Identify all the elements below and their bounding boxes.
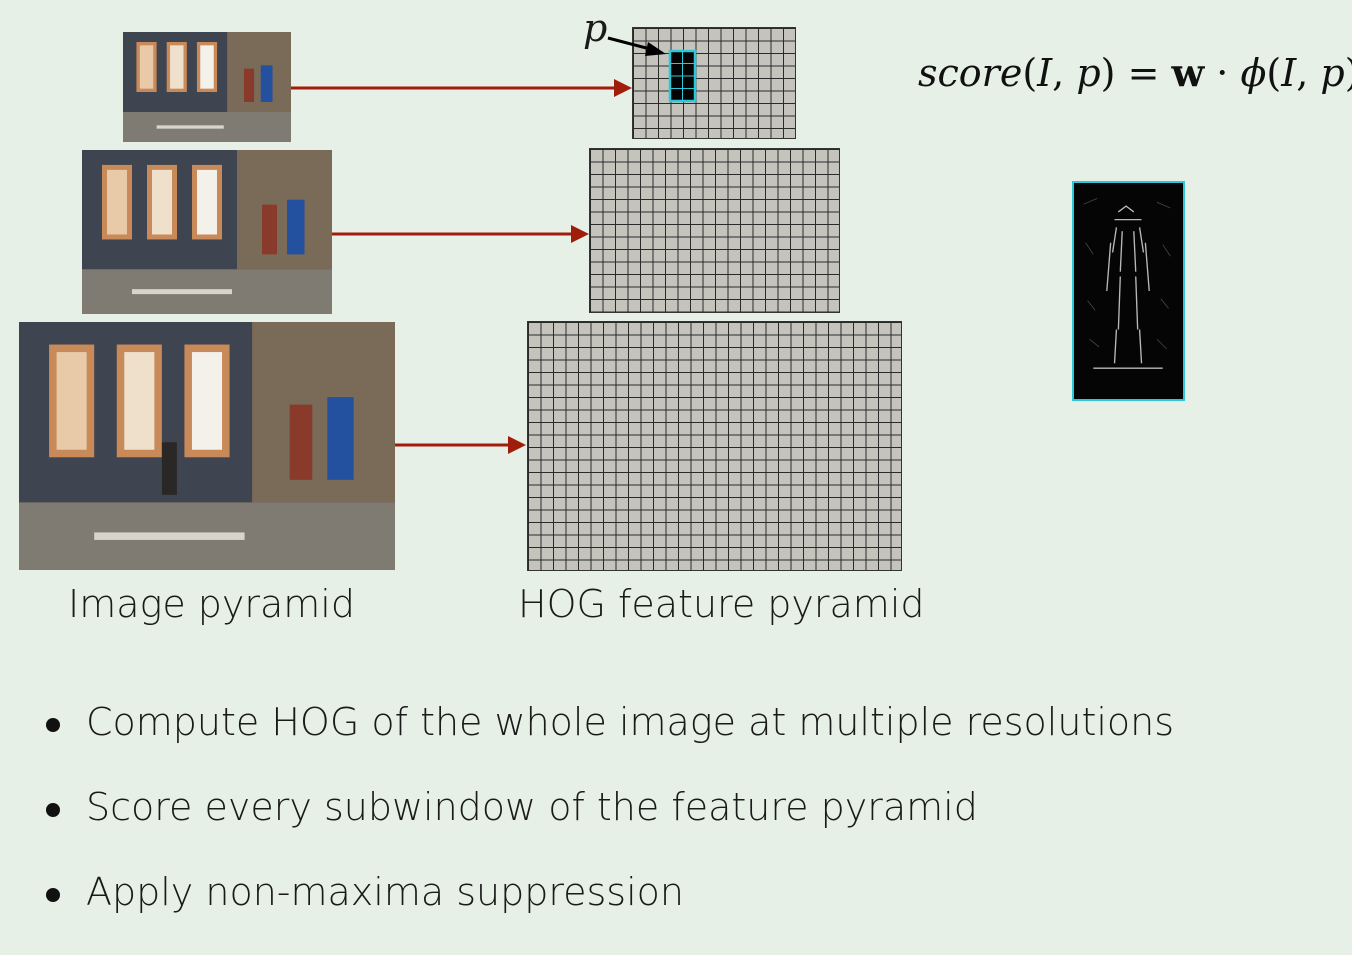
formula-comma2: , — [1296, 51, 1321, 95]
p-marker-label: p — [583, 6, 608, 50]
pyramid-image-large — [19, 322, 395, 570]
formula-phi: ϕ — [1240, 51, 1267, 95]
formula-rparen: ) — [1100, 51, 1116, 95]
hog-grid-small — [632, 27, 796, 139]
formula-I2: I — [1281, 51, 1297, 95]
hog-grid-large — [527, 321, 902, 571]
formula-w: w — [1171, 50, 1205, 95]
image-pyramid-caption: Image pyramid — [68, 582, 355, 626]
formula-lparen2: ( — [1266, 51, 1282, 95]
formula-p: p — [1076, 51, 1101, 95]
formula-comma: , — [1052, 51, 1077, 95]
formula-equals: = — [1115, 51, 1172, 95]
hog-grid-medium — [589, 148, 840, 313]
bullet-dot — [46, 803, 60, 817]
arrow-medium — [332, 225, 589, 243]
bullet-dot — [46, 888, 60, 902]
formula-score: score — [918, 51, 1023, 95]
formula-lparen: ( — [1022, 51, 1038, 95]
bullet-text: Compute HOG of the whole image at multip… — [86, 700, 1175, 744]
formula-rparen2: ) — [1345, 51, 1352, 95]
arrow-large — [395, 436, 526, 454]
bullet-item: Score every subwindow of the feature pyr… — [44, 785, 1174, 870]
hog-template-image — [1072, 181, 1185, 401]
bullet-item: Compute HOG of the whole image at multip… — [44, 700, 1174, 785]
formula-I: I — [1037, 51, 1053, 95]
formula-p2: p — [1320, 51, 1345, 95]
bullet-item: Apply non-maxima suppression — [44, 870, 1174, 955]
bullet-list: Compute HOG of the whole image at multip… — [44, 700, 1174, 955]
bullet-dot — [46, 718, 60, 732]
bullet-text: Apply non-maxima suppression — [86, 870, 684, 914]
pyramid-image-medium — [82, 150, 332, 314]
score-formula: score(I, p) = w · ϕ(I, p) — [918, 50, 1352, 95]
bullet-text: Score every subwindow of the feature pyr… — [86, 785, 978, 829]
formula-dot: · — [1204, 51, 1241, 95]
hog-pyramid-caption: HOG feature pyramid — [518, 582, 925, 626]
arrow-small — [291, 79, 632, 97]
pyramid-image-small — [123, 32, 291, 142]
